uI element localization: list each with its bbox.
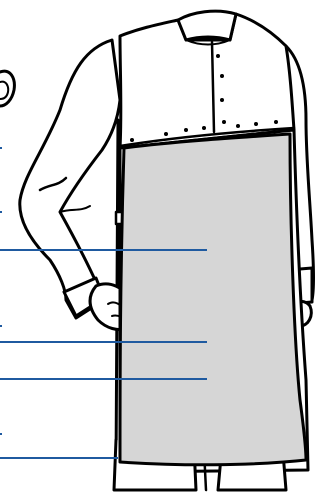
stand-collar	[178, 11, 236, 40]
snap-button	[130, 138, 134, 142]
snap-button	[220, 98, 224, 102]
snap-button	[220, 74, 224, 78]
snap-button	[222, 120, 226, 124]
snap-button	[274, 120, 278, 124]
snap-button	[202, 126, 206, 130]
left-sleeve	[20, 40, 120, 318]
snap-button	[236, 124, 240, 128]
snap-button	[164, 132, 168, 136]
accessory-ring-inner	[0, 82, 8, 99]
apron-panel	[120, 134, 306, 465]
snap-button	[184, 128, 188, 132]
callout-edge-marks	[0, 148, 2, 434]
snap-button	[216, 54, 220, 58]
snap-button	[254, 122, 258, 126]
